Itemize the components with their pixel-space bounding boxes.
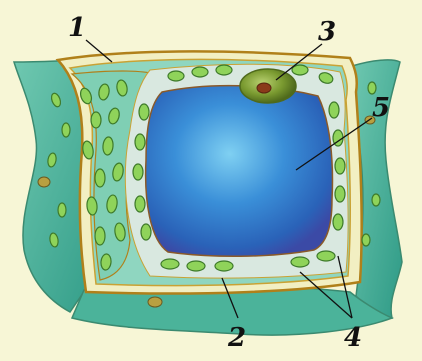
pit-bottom [148, 297, 162, 307]
chloroplast [168, 71, 184, 81]
chloroplast [215, 261, 233, 271]
chloroplast [139, 104, 149, 120]
chloroplast [329, 102, 339, 118]
chloroplast [58, 203, 66, 217]
chloroplast [91, 112, 101, 128]
label-2: 2 [227, 323, 246, 353]
chloroplast [141, 224, 151, 240]
chloroplast [216, 65, 232, 75]
chloroplast [62, 123, 70, 137]
chloroplast [333, 214, 343, 230]
chloroplast [192, 67, 208, 77]
chloroplast [187, 261, 205, 271]
chloroplast [161, 259, 179, 269]
chloroplast [95, 227, 105, 245]
chloroplast [95, 169, 105, 187]
chloroplast [372, 194, 380, 206]
chloroplast [317, 251, 335, 261]
nucleus [240, 69, 296, 103]
chloroplast [133, 164, 143, 180]
label-1: 1 [68, 13, 86, 43]
chloroplast [135, 196, 145, 212]
vacuole [146, 86, 333, 257]
label-5: 5 [372, 93, 390, 123]
pit-left [38, 177, 50, 187]
label-4: 4 [344, 323, 362, 353]
chloroplast [292, 65, 308, 75]
chloroplast [362, 234, 370, 246]
chloroplast [291, 257, 309, 267]
nucleolus [257, 83, 271, 93]
label-3: 3 [318, 17, 336, 47]
chloroplast [335, 158, 345, 174]
chloroplast [335, 186, 345, 202]
chloroplast [135, 134, 145, 150]
